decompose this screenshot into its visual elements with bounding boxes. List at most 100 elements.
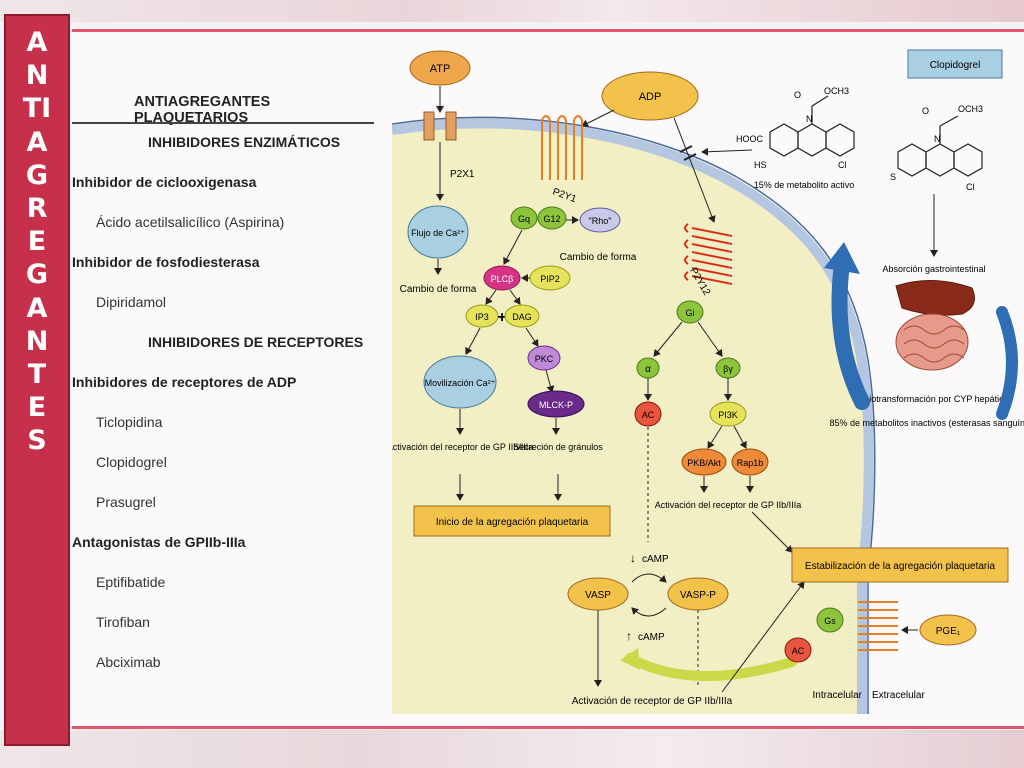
ac-label: AC bbox=[642, 410, 655, 420]
metabolito-label: 15% de metabolito activo bbox=[754, 180, 855, 190]
pkc-to-mlck-arrow bbox=[545, 369, 555, 393]
adp-label: ADP bbox=[639, 91, 662, 103]
pip2-label: PIP2 bbox=[540, 274, 560, 284]
och3-label-1: OCH3 bbox=[824, 86, 849, 96]
p2x1-channel-left bbox=[423, 111, 435, 141]
slide-bottom-rule bbox=[72, 726, 1024, 729]
camp-up-arrow: ↑ bbox=[626, 629, 632, 643]
drug-category: Inhibidores de receptores de ADP bbox=[72, 374, 297, 390]
liver-and-intestine-icon bbox=[895, 279, 975, 371]
atp-label: ATP bbox=[430, 63, 451, 75]
gq-to-plcb-arrow bbox=[503, 229, 523, 265]
plcb-label: PLCβ bbox=[491, 274, 514, 284]
ip3-node bbox=[465, 304, 499, 328]
cell-membrane-outline bbox=[391, 116, 876, 714]
g1213-label: G12 bbox=[543, 214, 560, 224]
inicio-agregacion-box bbox=[413, 505, 611, 537]
cl-label-2: Cl bbox=[966, 182, 975, 192]
drug-category: Inhibidor de fosfodiesterasa bbox=[72, 254, 260, 270]
cambio-forma-label-2: Cambio de forma bbox=[560, 252, 637, 263]
gq-label: Gq bbox=[518, 214, 530, 224]
g1213-node bbox=[537, 206, 567, 230]
movilizacion-label: Movilización Ca²⁺ bbox=[425, 378, 496, 388]
adp-to-p2y1-arrow bbox=[581, 109, 615, 127]
ac-node bbox=[634, 401, 662, 427]
ac2-label: AC bbox=[792, 646, 805, 656]
drug-item: Abciximab bbox=[96, 654, 161, 670]
secrecion-label: Secreción de gránulos bbox=[513, 442, 603, 452]
camp-down-arrow: ↓ bbox=[630, 551, 636, 565]
plcb-to-ip3-arrow bbox=[485, 289, 497, 305]
activacion2-to-estab-arrow bbox=[751, 511, 793, 553]
active-metabolite-structure bbox=[769, 95, 855, 157]
cell-cytoplasm bbox=[392, 123, 869, 714]
mlck-node bbox=[527, 390, 585, 418]
table-rule bbox=[72, 122, 374, 124]
betagamma-label: βγ bbox=[723, 364, 733, 374]
gs-label: Gs bbox=[824, 616, 836, 626]
blue-return-arrow-left bbox=[831, 256, 870, 410]
drug-item: Tirofiban bbox=[96, 614, 150, 630]
camp-up-label: cAMP bbox=[638, 632, 665, 643]
pge-node bbox=[919, 614, 977, 646]
activacion3-to-estab-arrow bbox=[721, 581, 805, 693]
o-label-1: O bbox=[794, 90, 801, 100]
clopidogrel-label-box bbox=[907, 49, 1003, 79]
gq-node bbox=[510, 206, 538, 230]
pge-effect-swoosh bbox=[625, 653, 797, 681]
signaling-diagram: ATP P2X1 Flujo de Ca²⁺ Cambio de forma A… bbox=[387, 42, 1024, 714]
flujo-ca-node bbox=[407, 205, 469, 259]
table-section-heading: INHIBIDORES ENZIMÁTICOS bbox=[148, 134, 341, 150]
gi-to-betagamma-arrow bbox=[697, 321, 723, 357]
plcb-node bbox=[483, 265, 521, 291]
flujo-ca-label: Flujo de Ca²⁺ bbox=[411, 228, 465, 238]
background-bottom-strip bbox=[0, 730, 1024, 768]
p2x1-label: P2X1 bbox=[450, 169, 475, 180]
p2y12-receptor bbox=[684, 223, 733, 285]
n-label-2: N bbox=[934, 134, 941, 144]
drug-category: Antagonistas de GPIIb-IIIa bbox=[72, 534, 246, 550]
hooc-label: HOOC bbox=[736, 134, 764, 144]
plus-sign: + bbox=[497, 309, 506, 326]
cell-membrane bbox=[391, 118, 874, 714]
vasp-p-label: VASP-P bbox=[680, 590, 716, 601]
p2x1-channel-right bbox=[445, 111, 457, 141]
mlck-label: MLCK-P bbox=[539, 400, 573, 410]
drug-item: Prasugrel bbox=[96, 494, 156, 510]
gi-node bbox=[676, 300, 704, 324]
drug-classification-table: ANTIAGREGANTES PLAQUETARIOS INHIBIDORES … bbox=[72, 82, 382, 682]
ip3-to-movilizacion-arrow bbox=[465, 327, 481, 355]
inicio-agregacion-label: Inicio de la agregación plaquetaria bbox=[436, 517, 589, 528]
vasp-label: VASP bbox=[585, 590, 611, 601]
absorcion-label: Absorción gastrointestinal bbox=[882, 264, 985, 274]
clopidogrel-block-arrow bbox=[701, 147, 753, 156]
ac2-node bbox=[784, 637, 812, 663]
estabilizacion-label: Estabilización de la agregación plaqueta… bbox=[805, 561, 996, 572]
background-top-strip bbox=[0, 0, 1024, 22]
table-section-heading: INHIBIDORES DE RECEPTORES bbox=[148, 334, 364, 350]
pi3k-label: PI3K bbox=[718, 410, 738, 420]
extracelular-label: Extracelular bbox=[872, 690, 925, 701]
ip3-label: IP3 bbox=[475, 312, 489, 322]
pi3k-node bbox=[709, 401, 747, 427]
n-label-1: N bbox=[806, 114, 813, 124]
drug-item: Dipiridamol bbox=[96, 294, 167, 310]
rap1b-node bbox=[731, 448, 769, 476]
biotransformacion-label: Biotransformación por CYP hepático bbox=[863, 394, 1008, 404]
dag-node bbox=[504, 304, 540, 328]
dag-to-pkc-arrow bbox=[525, 327, 539, 347]
blue-return-arrow-right bbox=[996, 306, 1018, 420]
signaling-diagram-svg: ATP P2X1 Flujo de Ca²⁺ Cambio de forma A… bbox=[387, 49, 1024, 714]
metabolitos-inactivos-label: 85% de metabolitos inactivos (esterasas … bbox=[829, 418, 1024, 428]
pkb-label: PKB/Akt bbox=[687, 458, 721, 468]
movilizacion-node bbox=[423, 355, 497, 409]
pkb-node bbox=[681, 448, 727, 476]
blue-return-arrow-left-head bbox=[824, 242, 860, 274]
clopidogrel-label: Clopidogrel bbox=[930, 60, 981, 71]
atp-node bbox=[409, 50, 471, 86]
pi3k-to-pkb-arrow bbox=[707, 425, 723, 449]
drug-item: Clopidogrel bbox=[96, 454, 167, 470]
adp-to-p2y12-arrow bbox=[673, 117, 716, 223]
dag-label: DAG bbox=[512, 312, 532, 322]
vasp-cycle-bottom-arrow bbox=[631, 607, 667, 617]
